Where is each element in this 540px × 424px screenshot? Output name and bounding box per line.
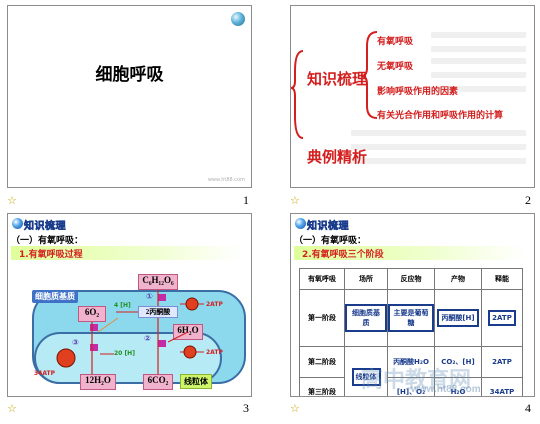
star-icon[interactable]: ☆ <box>7 402 17 415</box>
outline-item: 有氧呼吸 <box>377 37 414 47</box>
star-icon[interactable]: ☆ <box>290 402 300 415</box>
watermark-url: www.ht88.com <box>411 384 481 395</box>
enzyme-icon <box>158 340 166 347</box>
slide-number: 2 <box>525 193 531 207</box>
outline-item: 有关光合作用和呼吸作用的计算 <box>377 111 504 121</box>
atp-label: 2ATP <box>206 301 223 308</box>
o2-box: 6O₂ <box>78 306 106 322</box>
mito-label: 线粒体 <box>180 374 212 389</box>
atp-label: 34ATP <box>34 370 56 377</box>
slide-thumbnail-3[interactable]: 知识梳理 （一）有氧呼吸： 1.有氧呼吸过程 细胞质基质 线粒体 C₆H₁₂O₆… <box>7 213 252 397</box>
slide-number: 4 <box>525 401 531 415</box>
glucose-box: C₆H₁₂O₆ <box>138 274 178 290</box>
watermark: www.ht88.com <box>207 177 245 183</box>
slide-thumbnail-1[interactable]: 细胞呼吸 www.ht88.com <box>7 5 252 188</box>
subtitle: （一）有氧呼吸： <box>294 236 367 246</box>
slide-title: 细胞呼吸 <box>95 65 164 85</box>
enzyme-icon <box>90 324 98 331</box>
slide-number: 3 <box>243 401 249 415</box>
h-label: 20 [H] <box>114 350 135 357</box>
enzyme-icon <box>90 344 98 351</box>
atp-label: 2ATP <box>206 349 223 356</box>
globe-icon <box>231 12 245 26</box>
star-icon[interactable]: ☆ <box>7 194 17 207</box>
h-label: 4 [H] <box>114 302 131 309</box>
stage-marker: ① <box>146 292 153 301</box>
section-bar: 1.有氧呼吸过程 <box>11 246 243 260</box>
subtitle: （一）有氧呼吸： <box>11 236 84 246</box>
outline-item: 无氧呼吸 <box>377 62 414 72</box>
watermark: 高中教育网 <box>361 367 472 392</box>
stages-table: 有氧呼吸 场所 反应物 产物 释能 第一阶段 细胞质基质 主要是葡萄糖 丙酮酸[… <box>299 268 523 396</box>
knowledge-label: 知识梳理 <box>307 70 368 88</box>
cytoplasm-label: 细胞质基质 <box>32 290 78 303</box>
brace-icon <box>291 31 378 139</box>
co2-box: 6CO₂ <box>143 374 173 390</box>
stage-marker: ② <box>144 334 151 343</box>
slide-thumbnail-4[interactable]: 知识梳理 （一）有氧呼吸： 2.有氧呼吸三个阶段 有氧呼吸 场所 反应物 产物 … <box>290 213 535 397</box>
diagram-arrows <box>56 290 204 374</box>
slide-header: 知识梳理 <box>10 216 250 232</box>
slide-number: 1 <box>243 193 249 207</box>
enzyme-icon <box>158 294 166 301</box>
example-label: 典例精析 <box>307 148 368 166</box>
slide-thumbnail-2[interactable]: 知识梳理 典例精析 有氧呼吸 无氧呼吸 影响呼吸作用的因素 有关光合作用和呼吸作… <box>290 5 535 188</box>
pyruvate-box: 2丙酮酸 <box>138 306 178 318</box>
outline-item: 影响呼吸作用的因素 <box>377 87 459 97</box>
slide-header: 知识梳理 <box>293 216 533 232</box>
stage-marker: ③ <box>72 338 79 347</box>
logo-icon <box>295 218 306 229</box>
star-icon[interactable]: ☆ <box>290 194 300 207</box>
logo-icon <box>12 218 23 229</box>
section-bar: 2.有氧呼吸三个阶段 <box>294 246 526 260</box>
h2o-box: 12H₂O <box>80 374 116 390</box>
